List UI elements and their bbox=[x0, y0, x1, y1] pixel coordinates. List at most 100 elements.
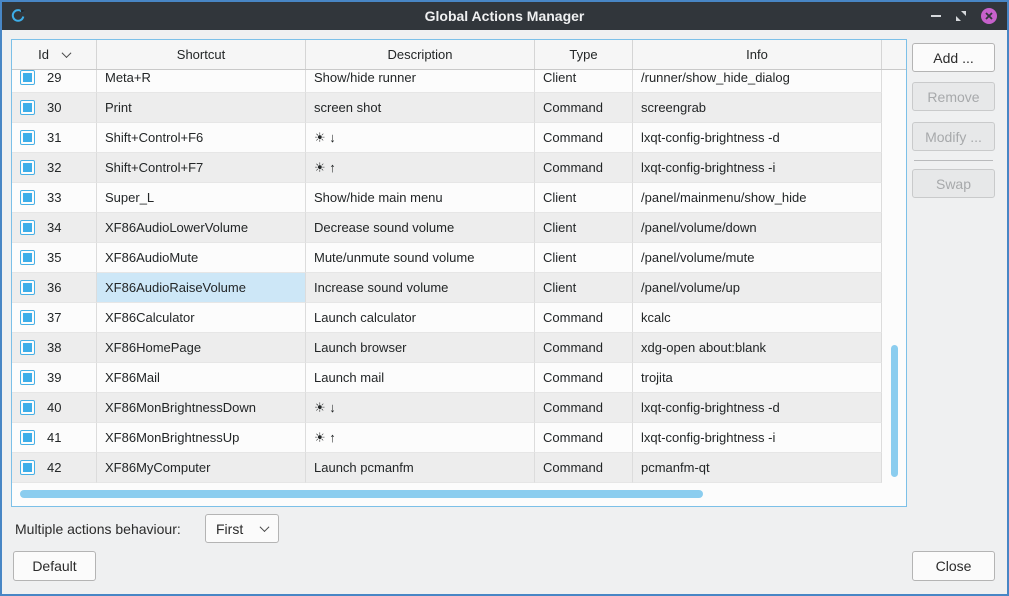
cell-info[interactable]: trojita bbox=[633, 363, 882, 393]
cell-type[interactable]: Command bbox=[535, 423, 633, 453]
row-checkbox[interactable] bbox=[20, 190, 35, 205]
cell-shortcut[interactable]: XF86AudioRaiseVolume bbox=[97, 273, 306, 303]
cell-info[interactable]: lxqt-config-brightness -d bbox=[633, 393, 882, 423]
table-row[interactable]: 38 XF86HomePage Launch browser Command x… bbox=[12, 333, 882, 363]
cell-type[interactable]: Client bbox=[535, 243, 633, 273]
cell-shortcut[interactable]: XF86HomePage bbox=[97, 333, 306, 363]
cell-type[interactable]: Client bbox=[535, 70, 633, 93]
cell-id[interactable]: 38 bbox=[12, 333, 97, 363]
column-header-id[interactable]: Id bbox=[12, 40, 97, 69]
cell-shortcut[interactable]: XF86Mail bbox=[97, 363, 306, 393]
cell-type[interactable]: Command bbox=[535, 93, 633, 123]
cell-shortcut[interactable]: Shift+Control+F7 bbox=[97, 153, 306, 183]
cell-type[interactable]: Client bbox=[535, 183, 633, 213]
table-row[interactable]: 41 XF86MonBrightnessUp ☀ ↑ Command lxqt-… bbox=[12, 423, 882, 453]
cell-shortcut[interactable]: XF86Calculator bbox=[97, 303, 306, 333]
table-row[interactable]: 42 XF86MyComputer Launch pcmanfm Command… bbox=[12, 453, 882, 483]
cell-description[interactable]: ☀ ↓ bbox=[306, 123, 535, 153]
cell-info[interactable]: /panel/volume/down bbox=[633, 213, 882, 243]
cell-info[interactable]: /panel/volume/up bbox=[633, 273, 882, 303]
column-header-type[interactable]: Type bbox=[535, 40, 633, 69]
horizontal-scrollbar-thumb[interactable] bbox=[20, 490, 703, 498]
remove-button[interactable]: Remove bbox=[912, 82, 995, 111]
default-button[interactable]: Default bbox=[13, 551, 96, 581]
cell-info[interactable]: kcalc bbox=[633, 303, 882, 333]
table-row[interactable]: 35 XF86AudioMute Mute/unmute sound volum… bbox=[12, 243, 882, 273]
cell-description[interactable]: Decrease sound volume bbox=[306, 213, 535, 243]
maximize-button[interactable] bbox=[955, 10, 967, 22]
table-row[interactable]: 29 Meta+R Show/hide runner Client /runne… bbox=[12, 70, 882, 93]
table-row[interactable]: 34 XF86AudioLowerVolume Decrease sound v… bbox=[12, 213, 882, 243]
row-checkbox[interactable] bbox=[20, 370, 35, 385]
cell-info[interactable]: /runner/show_hide_dialog bbox=[633, 70, 882, 93]
cell-shortcut[interactable]: XF86MonBrightnessDown bbox=[97, 393, 306, 423]
cell-id[interactable]: 35 bbox=[12, 243, 97, 273]
table-row[interactable]: 40 XF86MonBrightnessDown ☀ ↓ Command lxq… bbox=[12, 393, 882, 423]
cell-id[interactable]: 42 bbox=[12, 453, 97, 483]
cell-id[interactable]: 29 bbox=[12, 70, 97, 93]
cell-description[interactable]: Show/hide runner bbox=[306, 70, 535, 93]
cell-id[interactable]: 32 bbox=[12, 153, 97, 183]
cell-info[interactable]: /panel/mainmenu/show_hide bbox=[633, 183, 882, 213]
cell-id[interactable]: 39 bbox=[12, 363, 97, 393]
row-checkbox[interactable] bbox=[20, 430, 35, 445]
cell-info[interactable]: lxqt-config-brightness -d bbox=[633, 123, 882, 153]
table-row[interactable]: 36 XF86AudioRaiseVolume Increase sound v… bbox=[12, 273, 882, 303]
cell-shortcut[interactable]: XF86AudioMute bbox=[97, 243, 306, 273]
cell-id[interactable]: 34 bbox=[12, 213, 97, 243]
cell-type[interactable]: Command bbox=[535, 453, 633, 483]
cell-shortcut[interactable]: XF86MyComputer bbox=[97, 453, 306, 483]
table-row[interactable]: 39 XF86Mail Launch mail Command trojita bbox=[12, 363, 882, 393]
row-checkbox[interactable] bbox=[20, 160, 35, 175]
row-checkbox[interactable] bbox=[20, 130, 35, 145]
behaviour-select[interactable]: First bbox=[205, 514, 279, 543]
cell-shortcut[interactable]: Meta+R bbox=[97, 70, 306, 93]
row-checkbox[interactable] bbox=[20, 100, 35, 115]
cell-type[interactable]: Client bbox=[535, 213, 633, 243]
row-checkbox[interactable] bbox=[20, 280, 35, 295]
cell-info[interactable]: xdg-open about:blank bbox=[633, 333, 882, 363]
column-header-info[interactable]: Info bbox=[633, 40, 882, 69]
cell-description[interactable]: screen shot bbox=[306, 93, 535, 123]
cell-type[interactable]: Command bbox=[535, 363, 633, 393]
row-checkbox[interactable] bbox=[20, 70, 35, 85]
cell-description[interactable]: Mute/unmute sound volume bbox=[306, 243, 535, 273]
cell-id[interactable]: 37 bbox=[12, 303, 97, 333]
minimize-button[interactable] bbox=[931, 15, 941, 17]
column-header-description[interactable]: Description bbox=[306, 40, 535, 69]
cell-description[interactable]: Launch browser bbox=[306, 333, 535, 363]
cell-shortcut[interactable]: Print bbox=[97, 93, 306, 123]
cell-shortcut[interactable]: Super_L bbox=[97, 183, 306, 213]
vertical-scrollbar-thumb[interactable] bbox=[891, 345, 898, 477]
cell-id[interactable]: 33 bbox=[12, 183, 97, 213]
cell-info[interactable]: /panel/volume/mute bbox=[633, 243, 882, 273]
table-row[interactable]: 31 Shift+Control+F6 ☀ ↓ Command lxqt-con… bbox=[12, 123, 882, 153]
cell-description[interactable]: ☀ ↓ bbox=[306, 393, 535, 423]
table-row[interactable]: 32 Shift+Control+F7 ☀ ↑ Command lxqt-con… bbox=[12, 153, 882, 183]
cell-id[interactable]: 41 bbox=[12, 423, 97, 453]
close-window-button[interactable] bbox=[981, 8, 997, 24]
cell-shortcut[interactable]: Shift+Control+F6 bbox=[97, 123, 306, 153]
swap-button[interactable]: Swap bbox=[912, 169, 995, 198]
cell-id[interactable]: 40 bbox=[12, 393, 97, 423]
cell-description[interactable]: Launch calculator bbox=[306, 303, 535, 333]
cell-info[interactable]: pcmanfm-qt bbox=[633, 453, 882, 483]
row-checkbox[interactable] bbox=[20, 250, 35, 265]
cell-description[interactable]: ☀ ↑ bbox=[306, 153, 535, 183]
row-checkbox[interactable] bbox=[20, 460, 35, 475]
close-button[interactable]: Close bbox=[912, 551, 995, 581]
cell-description[interactable]: Launch pcmanfm bbox=[306, 453, 535, 483]
cell-type[interactable]: Command bbox=[535, 123, 633, 153]
cell-type[interactable]: Command bbox=[535, 303, 633, 333]
cell-shortcut[interactable]: XF86MonBrightnessUp bbox=[97, 423, 306, 453]
row-checkbox[interactable] bbox=[20, 400, 35, 415]
cell-description[interactable]: Increase sound volume bbox=[306, 273, 535, 303]
cell-shortcut[interactable]: XF86AudioLowerVolume bbox=[97, 213, 306, 243]
cell-description[interactable]: Launch mail bbox=[306, 363, 535, 393]
row-checkbox[interactable] bbox=[20, 340, 35, 355]
cell-description[interactable]: ☀ ↑ bbox=[306, 423, 535, 453]
table-row[interactable]: 37 XF86Calculator Launch calculator Comm… bbox=[12, 303, 882, 333]
cell-type[interactable]: Client bbox=[535, 273, 633, 303]
cell-id[interactable]: 31 bbox=[12, 123, 97, 153]
cell-type[interactable]: Command bbox=[535, 333, 633, 363]
